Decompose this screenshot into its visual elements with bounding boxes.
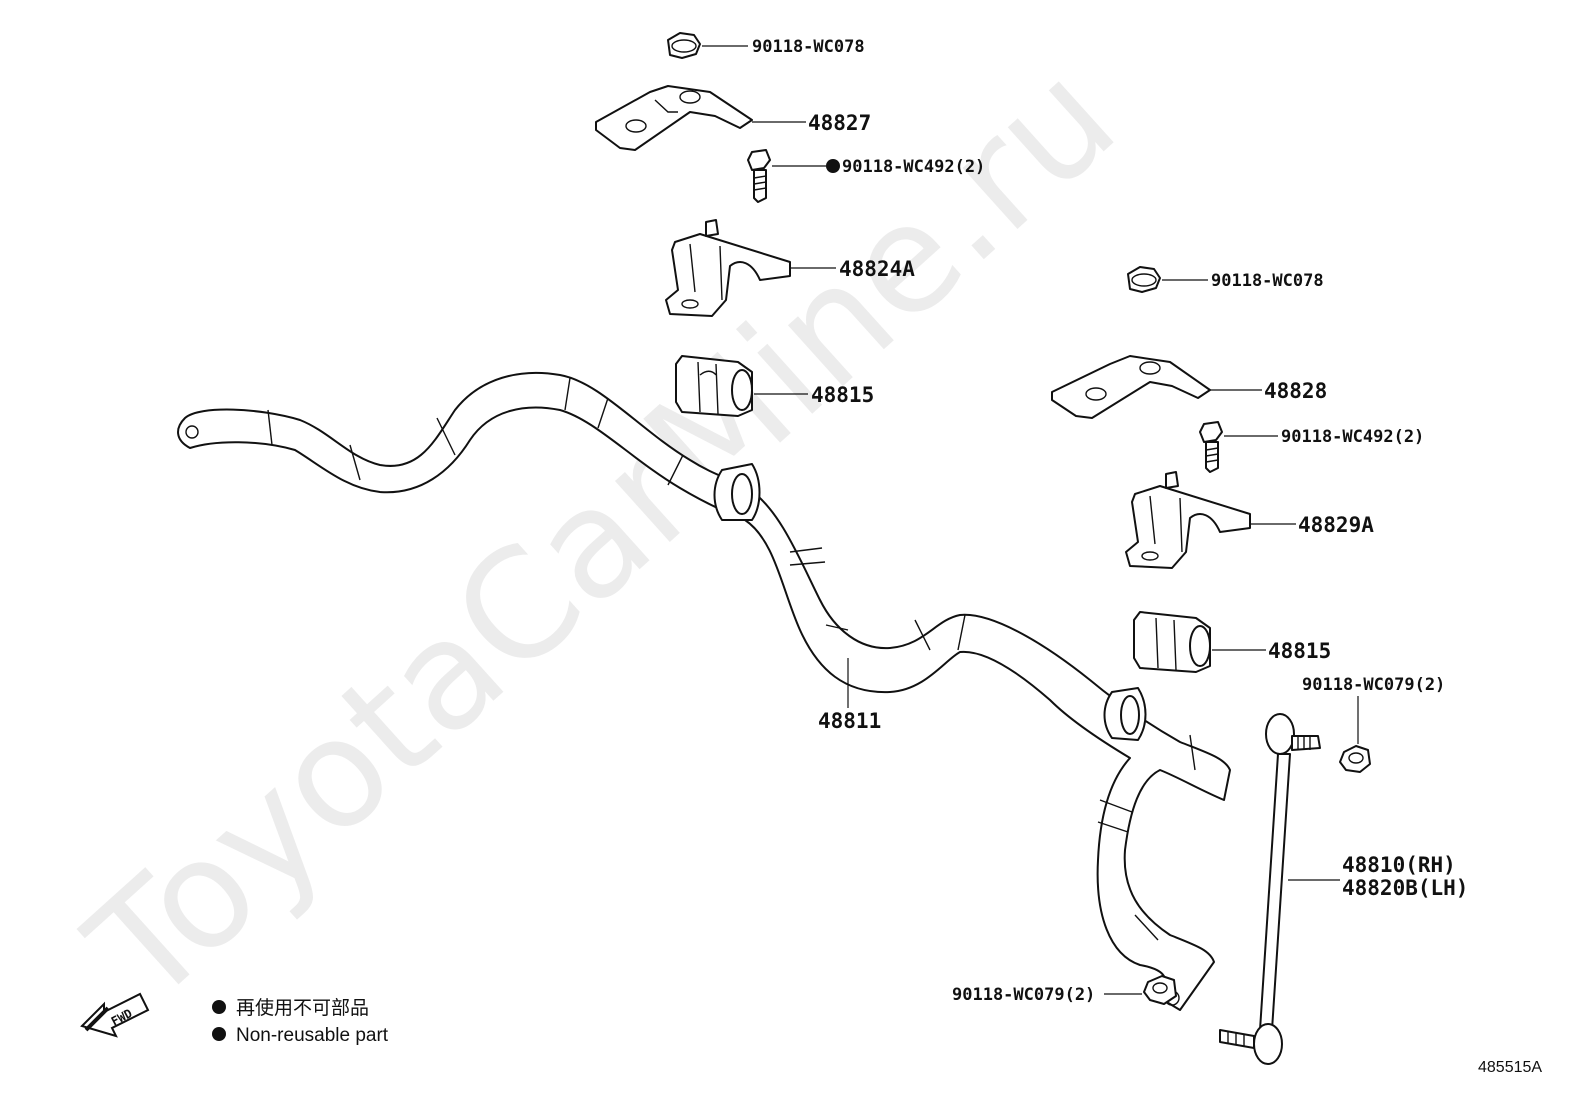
callout-bushing-right: 48815 <box>1268 639 1331 663</box>
fwd-arrow-icon: FWD <box>80 992 150 1038</box>
stabilizer-link[interactable] <box>1219 713 1321 1065</box>
callout-clamp-48829A: 48829A <box>1298 513 1374 537</box>
clamp-48824A[interactable] <box>665 219 791 317</box>
watermark: ToyotaCarMine.ru <box>57 31 1148 1038</box>
callout-bolt-right: 90118-WC492(2) <box>1281 427 1424 447</box>
callout-bolt-left: 90118-WC492(2) <box>842 157 985 177</box>
legend-text-en: Non-reusable part <box>236 1025 389 1046</box>
callout-link-lh: 48820B(LH) <box>1342 876 1468 900</box>
callout-bracket-48827: 48827 <box>808 111 871 135</box>
flange-nut-upper-left[interactable] <box>667 32 701 59</box>
bracket-48828[interactable] <box>1051 355 1211 419</box>
diagram-code: 485515A <box>1478 1059 1542 1076</box>
bushing-right[interactable] <box>1133 611 1211 673</box>
callout-clamp-48824A: 48824A <box>839 257 915 281</box>
legend-bullet-en <box>212 1027 226 1041</box>
callout-bushing-left: 48815 <box>811 383 874 407</box>
flange-bolt-right[interactable] <box>1199 421 1223 473</box>
callout-link-rh: 48810(RH) <box>1342 853 1456 877</box>
clamp-48829A[interactable] <box>1125 471 1251 569</box>
callout-bracket-48828: 48828 <box>1264 379 1327 403</box>
stabilizer-bar[interactable] <box>177 371 1231 1011</box>
flange-nut-upper-right[interactable] <box>1127 266 1161 293</box>
legend-bullet-cn <box>212 1000 226 1014</box>
legend-text-cn: 再使用不可部品 <box>236 997 369 1019</box>
callout-nut-upper-left: 90118-WC078 <box>752 37 865 57</box>
callout-link-nut-lower: 90118-WC079(2) <box>952 985 1095 1005</box>
callout-nut-upper-right: 90118-WC078 <box>1211 271 1324 291</box>
bracket-48827[interactable] <box>595 85 753 151</box>
bushing-left[interactable] <box>675 355 753 417</box>
link-nut-upper[interactable] <box>1339 745 1371 773</box>
callout-link-nut-upper: 90118-WC079(2) <box>1302 675 1445 695</box>
non-reusable-marker-left <box>826 159 840 173</box>
link-nut-lower[interactable] <box>1143 975 1177 1005</box>
callout-stabilizer-bar: 48811 <box>818 709 881 733</box>
flange-bolt-left[interactable] <box>747 149 771 203</box>
